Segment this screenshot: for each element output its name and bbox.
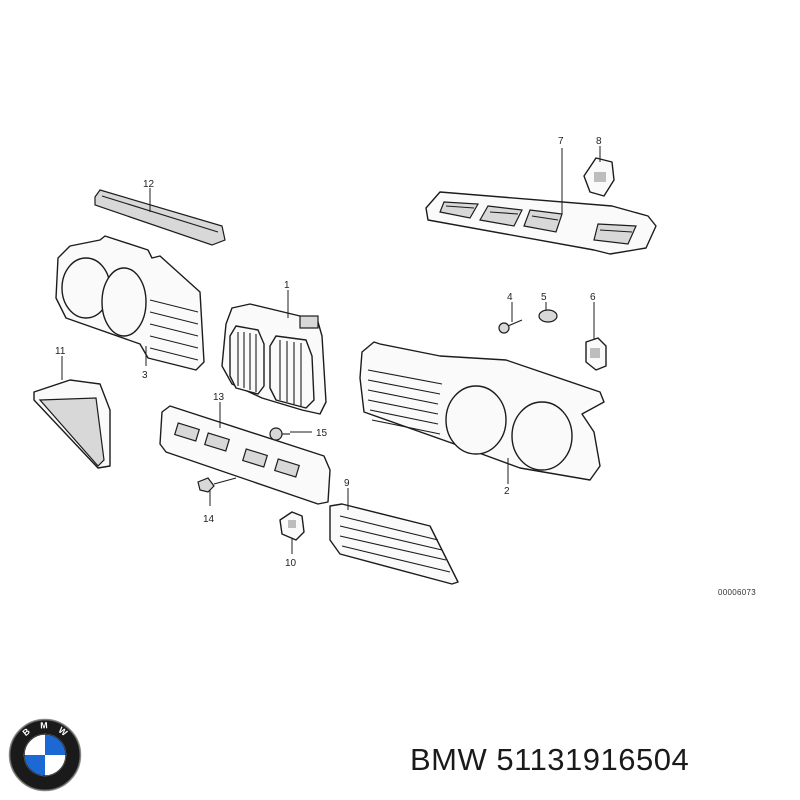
diagram-reference-number: 00006073 <box>718 588 756 597</box>
part-7-top-air-grille <box>425 148 657 255</box>
callout-3: 3 <box>142 370 148 381</box>
part-10-bracket <box>279 511 305 554</box>
part-4-screw <box>498 302 523 334</box>
callout-4: 4 <box>507 292 513 303</box>
callout-9: 9 <box>344 478 350 489</box>
callout-15: 15 <box>316 428 328 439</box>
callout-6: 6 <box>590 292 596 303</box>
callout-7: 7 <box>558 136 564 147</box>
part-15-screw <box>269 427 312 441</box>
callout-5: 5 <box>541 292 547 303</box>
part-9-lower-side-grille <box>329 488 459 585</box>
callout-2: 2 <box>504 486 510 497</box>
caption-part-number: 51131916504 <box>496 742 690 777</box>
callout-1: 1 <box>284 280 290 291</box>
caption-brand: BMW <box>410 742 488 777</box>
part-1-kidney-grille <box>221 290 327 415</box>
part-2-right-headlight-grille <box>359 341 605 484</box>
part-5-grommet <box>538 302 558 323</box>
callout-13: 13 <box>213 392 225 403</box>
part-13-lower-grille-panel <box>159 402 331 505</box>
callout-8: 8 <box>596 136 602 147</box>
part-6-bracket <box>585 302 607 371</box>
callout-14: 14 <box>203 514 215 525</box>
part-14-clip <box>197 477 237 506</box>
callout-10: 10 <box>285 558 297 569</box>
part-caption: BMW 51131916504 <box>410 742 689 778</box>
part-12-seal-strip <box>94 188 226 246</box>
callout-12: 12 <box>143 179 155 190</box>
part-11-air-duct <box>33 356 111 469</box>
part-8-clip <box>583 146 615 197</box>
part-3-left-headlight-grille <box>55 235 205 371</box>
callout-11: 11 <box>55 346 66 357</box>
